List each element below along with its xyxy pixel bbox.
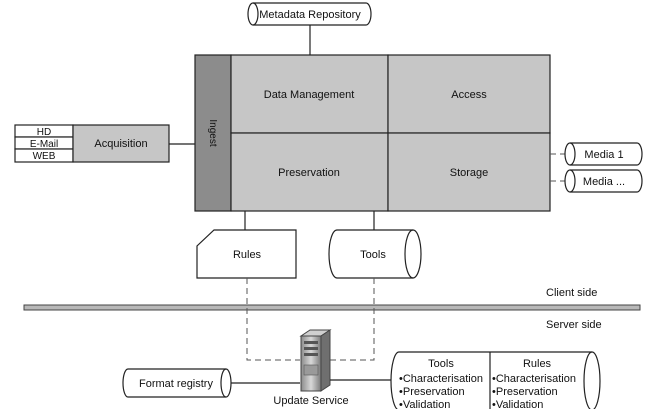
server-side-label: Server side: [546, 319, 602, 331]
ingest-block: Ingest: [194, 54, 232, 212]
rules-label: Rules: [233, 249, 262, 261]
tools-cylinder: Tools: [328, 229, 422, 279]
server-tools-rules-cylinder: Tools •Characterisation •Preservation •V…: [390, 351, 601, 409]
server-rules-title: Rules: [523, 358, 552, 370]
source-hd: HD: [37, 127, 51, 138]
acquisition-block: Acquisition: [72, 124, 170, 163]
preservation-label: Preservation: [278, 167, 340, 179]
media-1-label: Media 1: [584, 149, 623, 161]
preservation-block: Preservation: [230, 132, 389, 212]
server-rules-item-1: •Characterisation: [492, 373, 576, 385]
server-rules-item-3: •Validation: [492, 399, 543, 409]
metadata-repository-label: Metadata Repository: [259, 9, 361, 21]
data-management-label: Data Management: [264, 89, 355, 101]
storage-block: Storage: [387, 132, 551, 212]
media-more-label: Media ...: [583, 176, 625, 188]
dashed-tools-update: [330, 278, 375, 361]
media-more-cylinder: Media ...: [564, 169, 643, 193]
server-icon: [299, 329, 332, 392]
ingest-label: Ingest: [207, 119, 218, 146]
dashed-rules-update: [246, 278, 300, 361]
server-tools-item-3: •Validation: [399, 399, 450, 409]
server-tools-item-2: •Preservation: [399, 386, 465, 398]
server-rules-item-2: •Preservation: [492, 386, 558, 398]
format-registry-cylinder: Format registry: [122, 368, 232, 398]
access-label: Access: [451, 89, 487, 101]
server-tools-title: Tools: [428, 358, 454, 370]
update-service-label: Update Service: [273, 395, 348, 407]
storage-label: Storage: [450, 167, 489, 179]
rules-card: Rules: [196, 229, 297, 279]
format-registry-label: Format registry: [139, 378, 213, 390]
access-block: Access: [387, 54, 551, 134]
server-tools-item-1: •Characterisation: [399, 373, 483, 385]
metadata-repository: Metadata Repository: [247, 2, 372, 26]
sources-list: HD E-Mail WEB: [14, 124, 74, 163]
acquisition-label: Acquisition: [94, 138, 147, 150]
source-web: WEB: [33, 151, 56, 162]
source-email: E-Mail: [30, 139, 58, 150]
client-side-label: Client side: [546, 287, 597, 299]
tools-label: Tools: [360, 249, 386, 261]
client-server-separator: [23, 304, 641, 311]
data-management-block: Data Management: [230, 54, 389, 134]
media-1-cylinder: Media 1: [564, 142, 643, 166]
